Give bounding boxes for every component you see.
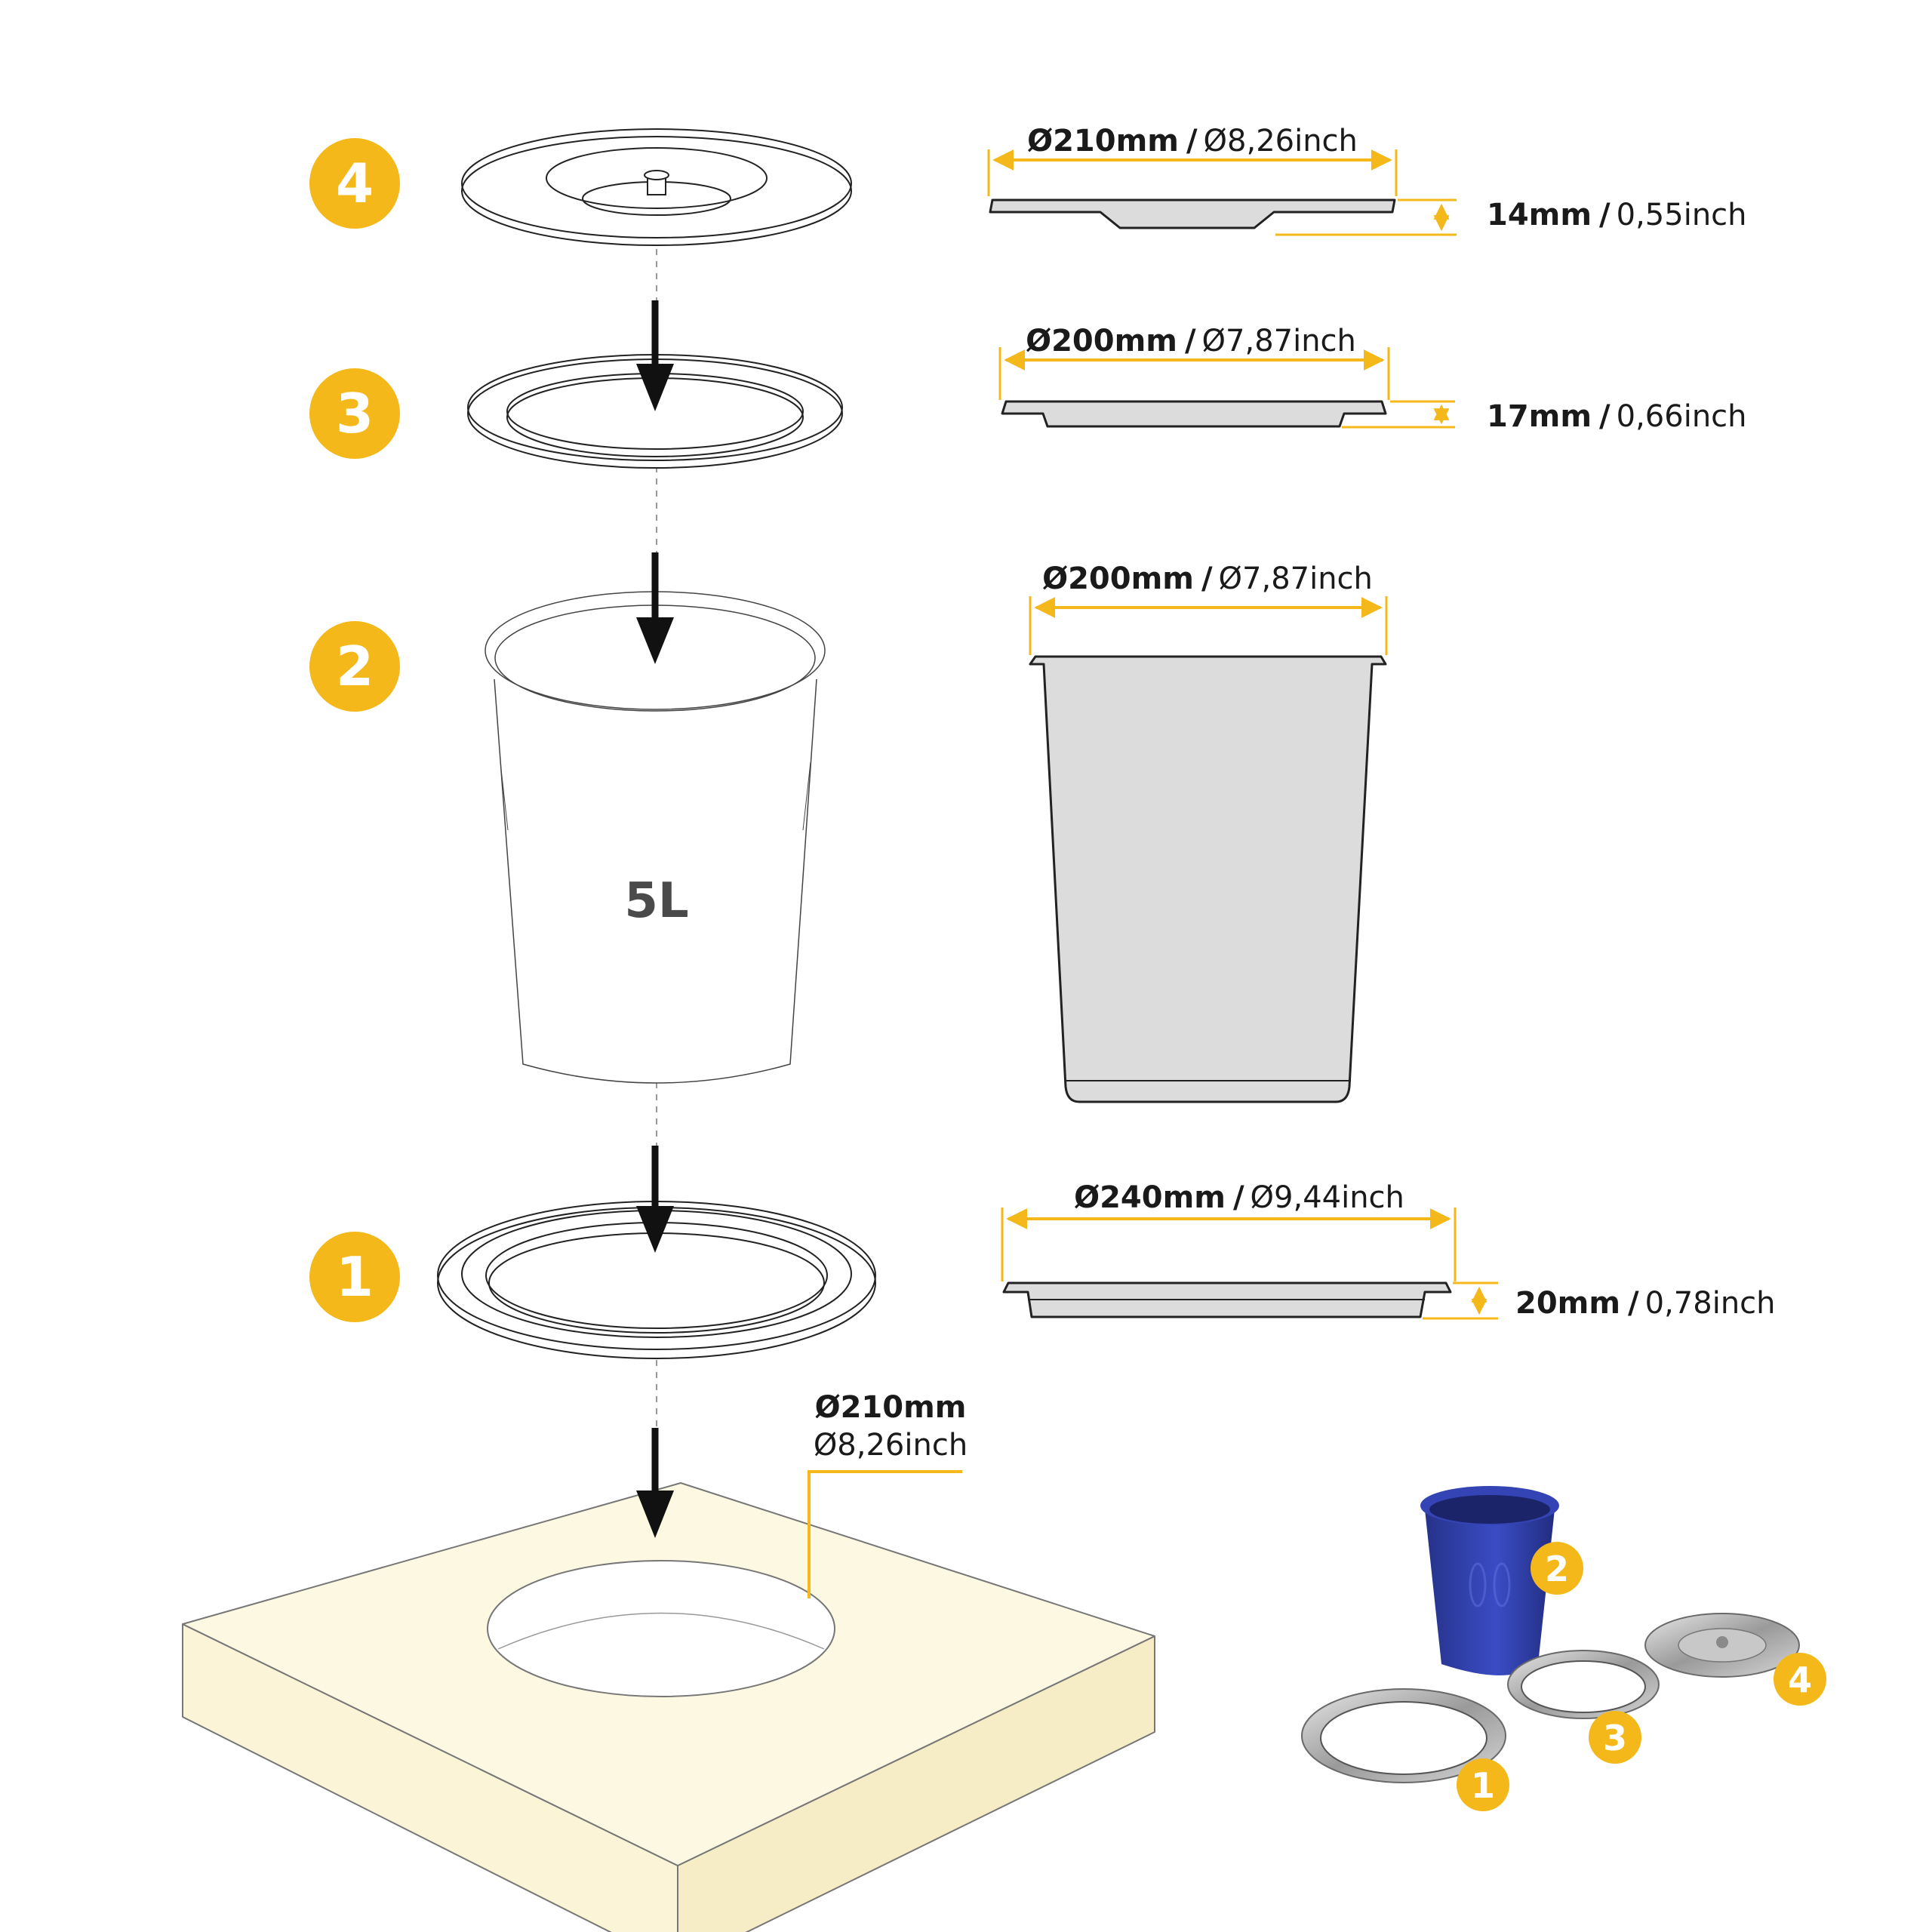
lid-drawing: [461, 128, 852, 246]
step-badge-3: 3: [309, 368, 400, 459]
countertop-drawing: [182, 1482, 1155, 1932]
cutout-diameter-in: Ø8,26inch: [814, 1428, 968, 1463]
photo-inner-ring: [1507, 1650, 1660, 1719]
svg-text:3: 3: [1603, 1718, 1627, 1758]
inner-ring-drawing: [467, 354, 843, 469]
inner-ring-profile: Ø200mm/Ø7,87inch 17mm/0,66inch: [998, 324, 1747, 434]
outer-ring-height-mm: 20mm: [1515, 1286, 1620, 1321]
bin-drawing: [485, 591, 826, 1084]
photo-badge-4: 4: [1774, 1653, 1826, 1706]
svg-text:4: 4: [336, 152, 374, 215]
cutout-callout: Ø210mm Ø8,26inch: [808, 1390, 968, 1598]
svg-text:3: 3: [336, 382, 374, 445]
svg-text:Ø210mm/Ø8,26inch: Ø210mm/Ø8,26inch: [1027, 124, 1358, 158]
photo-outer-ring: [1301, 1688, 1506, 1783]
down-arrows: [636, 300, 674, 1538]
svg-text:17mm/0,66inch: 17mm/0,66inch: [1487, 399, 1747, 434]
step-badge-4: 4: [309, 138, 400, 229]
lid-height-mm: 14mm: [1487, 198, 1592, 232]
photo-badge-2: 2: [1531, 1542, 1583, 1595]
outer-ring-diameter-in: Ø9,44inch: [1251, 1180, 1404, 1215]
photo-blue-bin: [1420, 1486, 1559, 1675]
bin-profile: Ø200mm/Ø7,87inch: [1029, 561, 1388, 1103]
svg-text:1: 1: [1471, 1765, 1495, 1806]
lid-diameter-in: Ø8,26inch: [1204, 124, 1358, 158]
inner-ring-diameter-mm: Ø200mm: [1026, 324, 1177, 358]
cutout-diameter-mm: Ø210mm: [815, 1390, 967, 1425]
inner-ring-diameter-in: Ø7,87inch: [1202, 324, 1356, 358]
outer-ring-height-in: 0,78inch: [1645, 1286, 1776, 1321]
svg-text:20mm/0,78inch: 20mm/0,78inch: [1515, 1286, 1776, 1321]
bin-diameter-sep: /: [1201, 561, 1213, 596]
lid-diameter-sep: /: [1186, 124, 1198, 158]
inner-ring-height-mm: 17mm: [1487, 399, 1592, 434]
inner-ring-height-sep: /: [1599, 399, 1611, 434]
outer-ring-drawing: [437, 1201, 876, 1359]
svg-text:2: 2: [1545, 1549, 1569, 1589]
step-badge-2: 2: [309, 621, 400, 712]
inner-ring-diameter-sep: /: [1185, 324, 1196, 358]
outer-ring-diameter-sep: /: [1233, 1180, 1244, 1215]
svg-text:4: 4: [1788, 1660, 1812, 1700]
svg-text:Ø240mm/Ø9,44inch: Ø240mm/Ø9,44inch: [1074, 1180, 1404, 1215]
svg-text:Ø200mm/Ø7,87inch: Ø200mm/Ø7,87inch: [1042, 561, 1373, 596]
photo-badge-1: 1: [1457, 1758, 1509, 1811]
step-badge-1: 1: [309, 1232, 400, 1322]
svg-text:14mm/0,55inch: 14mm/0,55inch: [1487, 198, 1747, 232]
lid-height-in: 0,55inch: [1617, 198, 1747, 232]
svg-text:2: 2: [336, 635, 374, 698]
photo-badge-3: 3: [1589, 1711, 1641, 1764]
svg-text:1: 1: [336, 1245, 374, 1309]
product-photo: 1 2 3 4: [1301, 1486, 1826, 1811]
lid-height-sep: /: [1599, 198, 1611, 232]
lid-diameter-mm: Ø210mm: [1027, 124, 1179, 158]
bin-volume-label: 5L: [624, 873, 688, 929]
outer-ring-diameter-mm: Ø240mm: [1074, 1180, 1226, 1215]
outer-ring-height-sep: /: [1628, 1286, 1639, 1321]
svg-text:Ø200mm/Ø7,87inch: Ø200mm/Ø7,87inch: [1026, 324, 1356, 358]
photo-lid: [1644, 1613, 1800, 1678]
bin-diameter-in: Ø7,87inch: [1219, 561, 1373, 596]
outer-ring-profile: Ø240mm/Ø9,44inch 20mm/0,78inch: [1001, 1180, 1776, 1321]
bin-diameter-mm: Ø200mm: [1042, 561, 1194, 596]
lid-profile: Ø210mm/Ø8,26inch 14mm/0,55inch: [987, 124, 1747, 236]
inner-ring-height-in: 0,66inch: [1617, 399, 1747, 434]
